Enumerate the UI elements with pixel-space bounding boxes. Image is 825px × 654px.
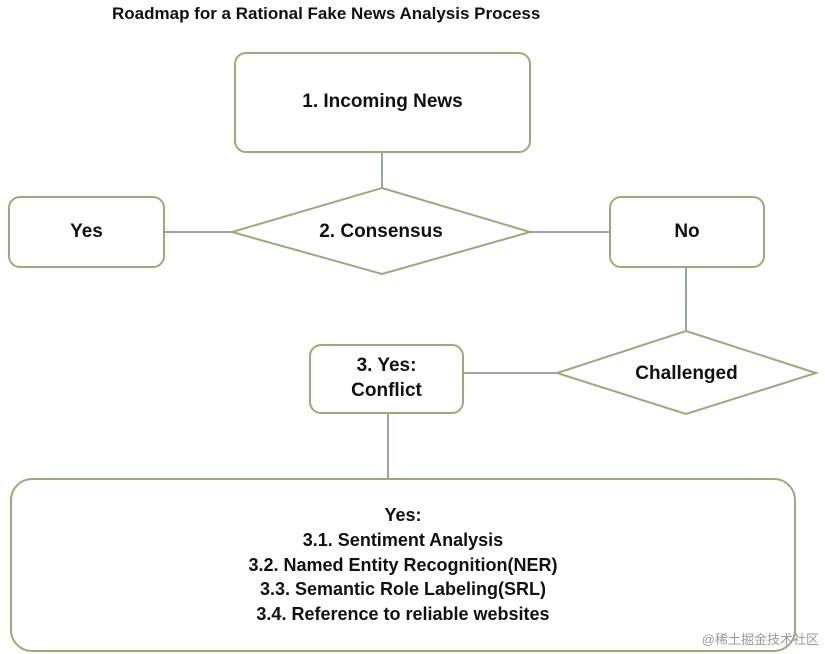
diagram-title: Roadmap for a Rational Fake News Analysi… <box>112 4 541 23</box>
challenged-label: Challenged <box>635 363 738 384</box>
consensus-diamond <box>228 186 534 276</box>
analysis-item-sentiment: 3.1. Sentiment Analysis <box>302 529 504 550</box>
analysis-item-reference: 3.4. Reference to reliable websites <box>256 604 550 625</box>
analysis-header: Yes: <box>384 504 422 525</box>
conflict-label-line2: Conflict <box>351 380 422 401</box>
conflict-box: 3. Yes: Conflict <box>309 344 464 414</box>
incoming-news-label: 1. Incoming News <box>302 91 463 113</box>
conflict-label-line1: 3. Yes: <box>356 355 417 377</box>
challenged-diamond <box>553 329 820 416</box>
yes-box: Yes <box>8 196 165 268</box>
incoming-news-box: 1. Incoming News <box>234 52 531 153</box>
analysis-item-ner: 3.2. Named Entity Recognition(NER) <box>248 554 558 575</box>
no-box: No <box>609 196 765 268</box>
yes-label: Yes <box>70 220 103 242</box>
analysis-item-srl: 3.3. Semantic Role Labeling(SRL) <box>259 579 547 600</box>
watermark: @稀土掘金技术社区 <box>701 632 819 647</box>
analysis-box: Yes: 3.1. Sentiment Analysis 3.2. Named … <box>10 478 796 652</box>
consensus-label: 2. Consensus <box>319 221 443 242</box>
no-label: No <box>674 220 700 242</box>
